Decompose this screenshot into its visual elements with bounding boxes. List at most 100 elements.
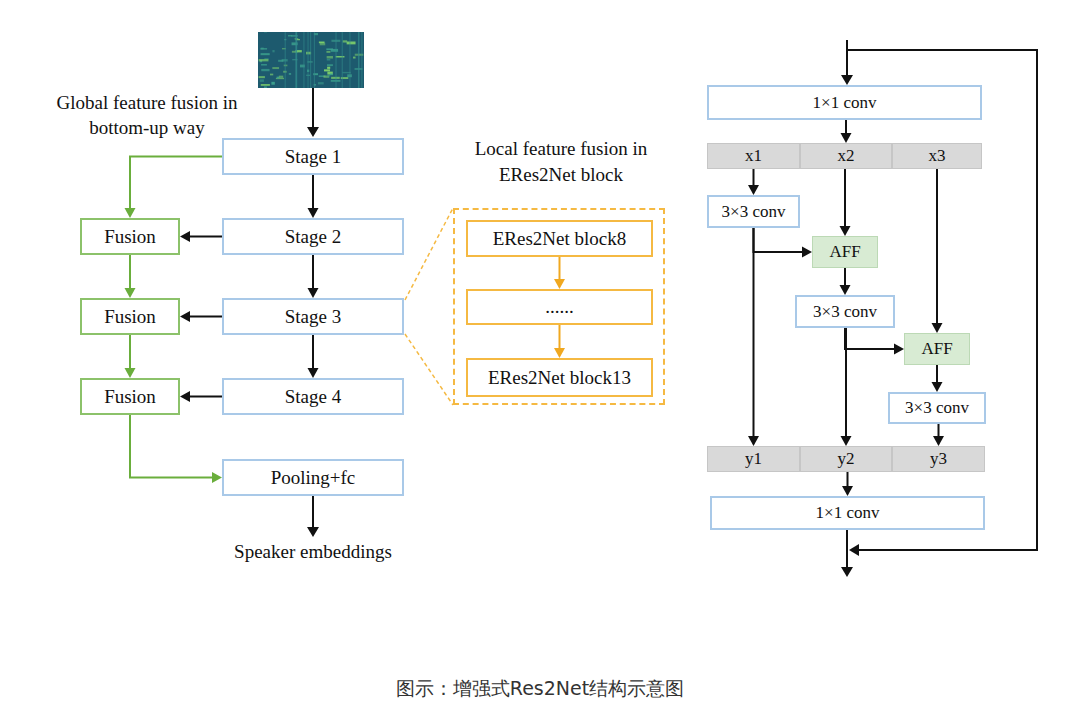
arrow-head	[932, 323, 943, 333]
split-cell: x2	[800, 143, 892, 169]
block-input	[846, 40, 848, 76]
connector	[180, 231, 222, 242]
connector-line	[312, 335, 314, 370]
connector-line	[130, 415, 214, 478]
conv-box: 3×3 conv	[707, 195, 800, 228]
node-text: Stage 3	[285, 306, 341, 328]
stage-box: Stage 4	[222, 378, 404, 415]
arrow-head	[307, 127, 319, 137]
stage-box: Stage 3	[222, 298, 404, 335]
split-cell: y3	[892, 446, 985, 472]
connector-line	[559, 325, 561, 350]
node-text: Fusion	[104, 386, 156, 408]
connector	[125, 255, 136, 298]
node-text: Pooling+fc	[271, 467, 356, 489]
connector-line	[847, 472, 849, 488]
split-cell: x1	[707, 143, 800, 169]
figure-caption: 图示：增强式Res2Net结构示意图	[0, 676, 1080, 702]
arrow-head	[849, 544, 859, 556]
node-text: AFF	[921, 339, 952, 359]
aff-box: AFF	[904, 333, 970, 365]
connector-line	[129, 335, 131, 370]
node-text: y1	[745, 449, 762, 469]
node-text: Stage 1	[285, 146, 341, 168]
connector-line	[936, 365, 938, 384]
node-text: Stage 2	[285, 226, 341, 248]
connector-line	[312, 255, 314, 290]
connector	[308, 255, 319, 298]
output-label: Speaker embeddings	[213, 540, 413, 564]
connector-line	[559, 257, 561, 281]
arrow-head	[554, 348, 565, 358]
node-text: Stage 4	[285, 386, 341, 408]
connector	[125, 157, 223, 219]
conv-box: 3×3 conv	[795, 295, 895, 328]
arrow-head	[748, 185, 759, 195]
arrow-head	[840, 285, 851, 295]
node-text: x1	[745, 146, 762, 166]
arrow-head	[125, 368, 136, 378]
connector	[130, 415, 222, 483]
connector-line	[753, 169, 755, 187]
connector	[933, 424, 944, 446]
connector	[840, 169, 851, 236]
stage-box: Stage 2	[222, 218, 404, 255]
node-text: 1×1 conv	[816, 503, 880, 523]
arrow-head	[841, 75, 853, 85]
split-cell: x3	[892, 143, 982, 169]
connector-line	[130, 157, 222, 211]
arrow-head	[554, 279, 565, 289]
block-output	[846, 530, 848, 568]
connector	[308, 335, 319, 378]
block-box: ERes2Net block13	[466, 358, 653, 397]
section-label: Global feature fusion in bottom-up way	[32, 90, 262, 140]
connector-line	[129, 255, 131, 290]
arrow-head	[180, 391, 190, 402]
block-box: ERes2Net block8	[466, 220, 653, 257]
connector	[554, 325, 565, 358]
arrow-head	[308, 368, 319, 378]
arrow-head	[932, 382, 943, 392]
arrow-head	[841, 133, 852, 143]
connector	[841, 328, 852, 446]
node-text: AFF	[829, 242, 860, 262]
node-text: 3×3 conv	[722, 202, 786, 222]
node-text: ERes2Net block13	[488, 367, 631, 389]
arrow-head	[841, 567, 853, 577]
connector-line	[844, 169, 846, 228]
connector-line	[938, 424, 940, 438]
connector-line	[936, 169, 938, 325]
arrow-head	[842, 486, 853, 496]
arrow-head	[180, 231, 190, 242]
arrow-head	[212, 472, 222, 483]
node-text: 3×3 conv	[813, 302, 877, 322]
spectrogram	[258, 32, 364, 88]
block-box: ......	[466, 289, 653, 325]
conv-box: 1×1 conv	[707, 85, 982, 120]
split-cell: y2	[800, 446, 892, 472]
connector-line	[754, 228, 805, 252]
leader-line	[405, 208, 453, 300]
node-text: Fusion	[104, 306, 156, 328]
arrow-head	[180, 311, 190, 322]
arrow-head	[802, 247, 812, 258]
connector-line	[845, 328, 847, 438]
connector-line	[188, 236, 222, 238]
input-arrow	[312, 88, 314, 128]
connector	[125, 335, 136, 378]
split-cell: y1	[707, 446, 800, 472]
connector	[754, 228, 813, 258]
conv-box: 3×3 conv	[888, 392, 986, 424]
node-text: Fusion	[104, 226, 156, 248]
block-group: Local feature fusion in ERes2Net blockER…	[453, 208, 665, 405]
fusion-box: Fusion	[80, 378, 180, 415]
node-text: y3	[930, 449, 947, 469]
node-text: x2	[838, 146, 855, 166]
connector	[308, 175, 319, 218]
arrow-head	[894, 344, 904, 355]
arrow-head	[125, 288, 136, 298]
arrow-head	[307, 527, 319, 537]
output-arrow	[312, 496, 314, 528]
